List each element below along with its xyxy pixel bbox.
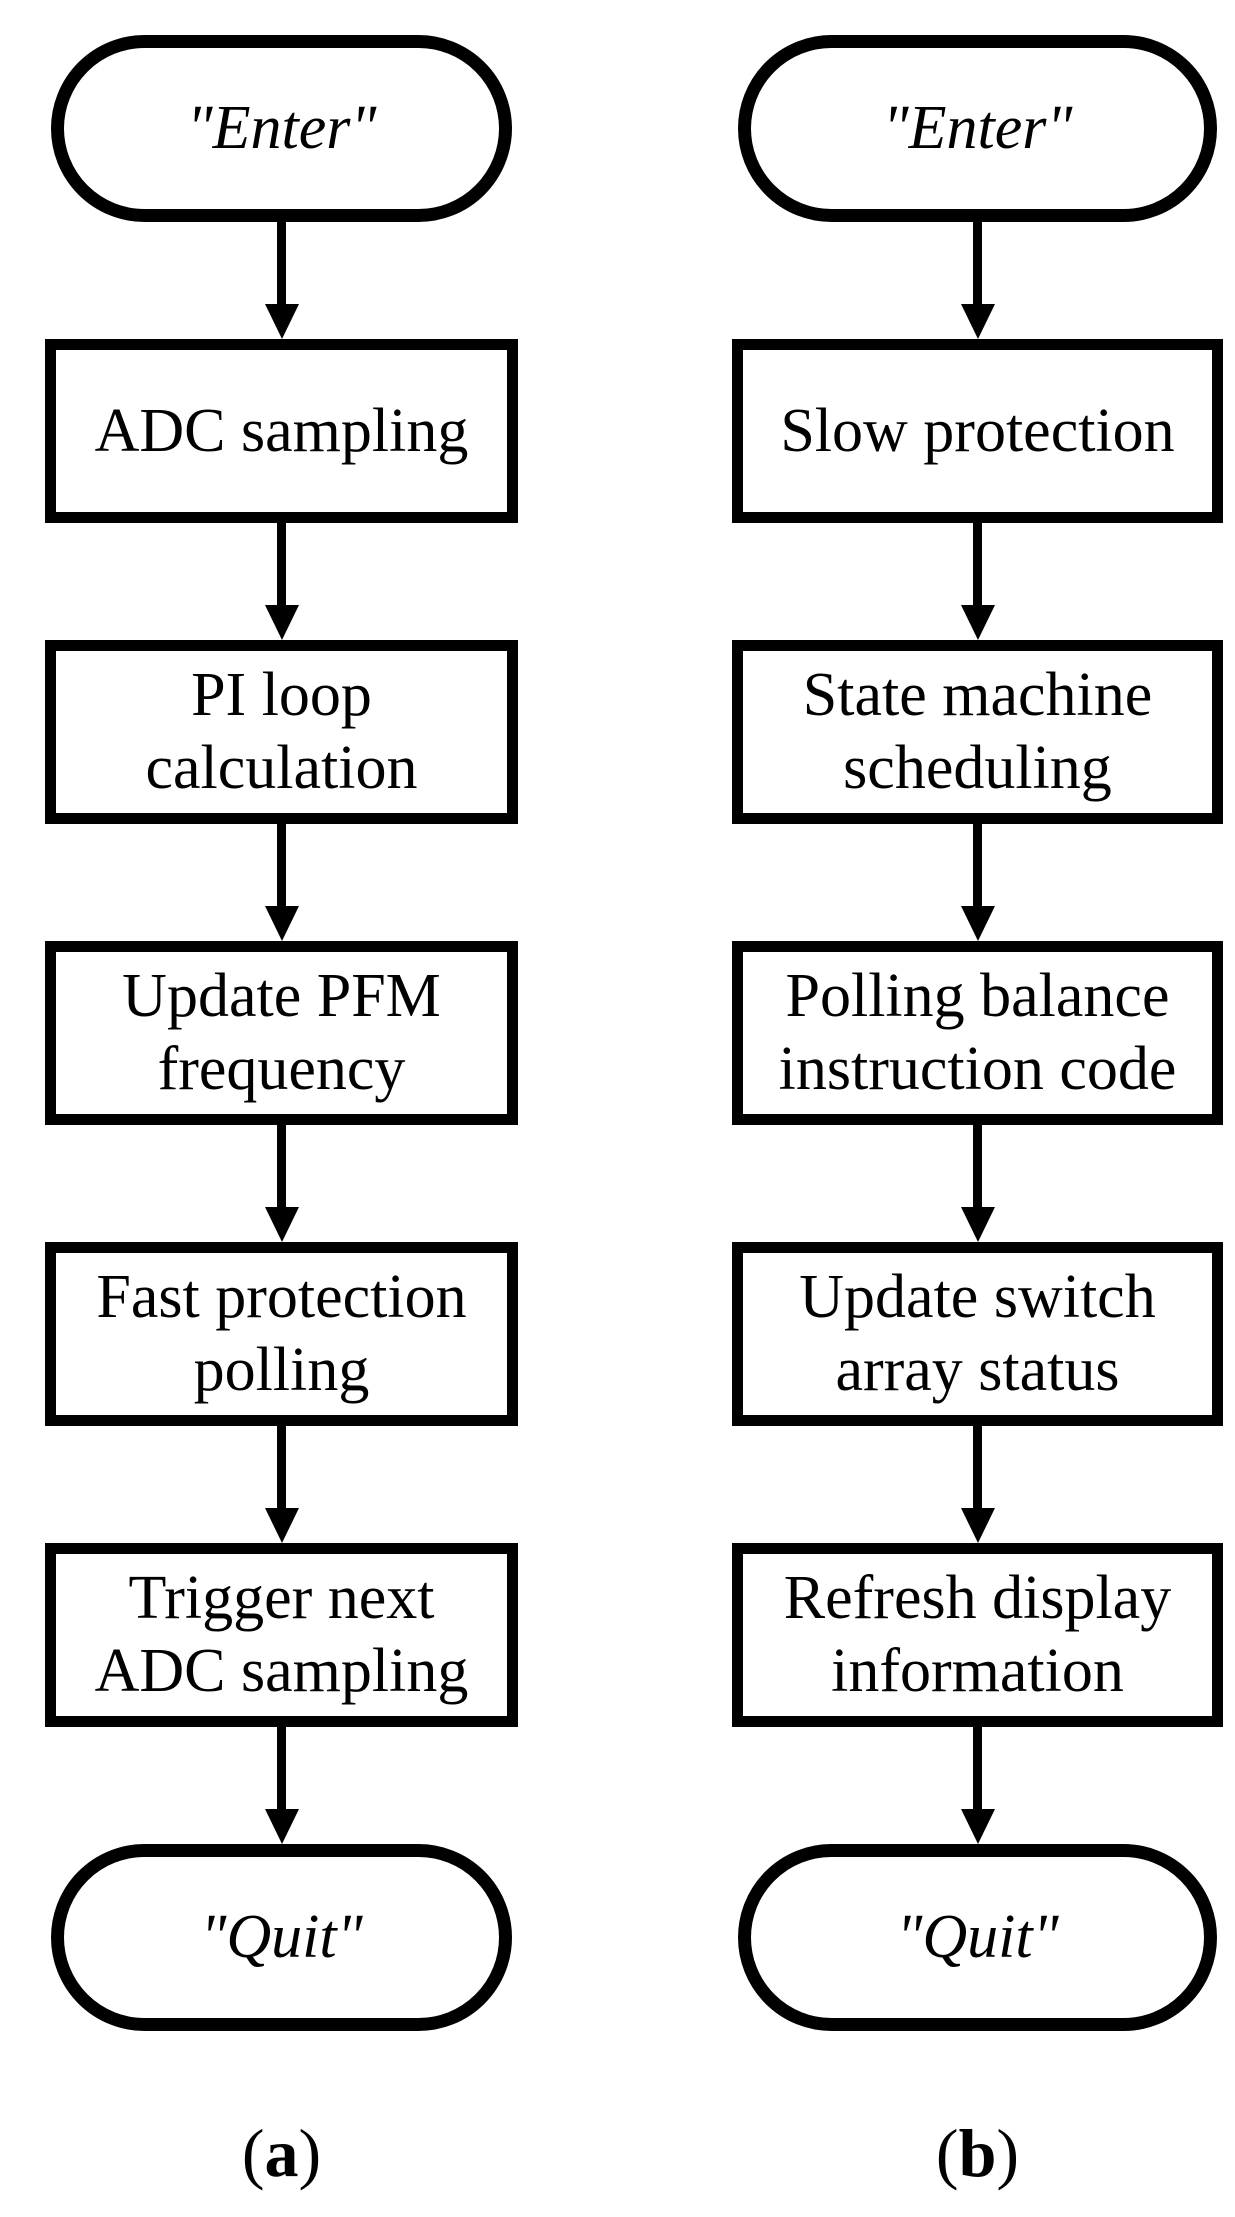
caption-b-close-paren: ) bbox=[996, 2115, 1020, 2191]
terminal-quit-a-label: "Quit" bbox=[200, 1903, 363, 1972]
process-adc-sampling-label: ADC sampling bbox=[94, 396, 469, 465]
caption-b-open-paren: ( bbox=[935, 2115, 959, 2191]
process-trigger-next-adc-sampling-label: Trigger next ADC sampling bbox=[94, 1564, 469, 1705]
arrow-down-icon bbox=[277, 1426, 286, 1508]
terminal-enter-a-label: "Enter" bbox=[186, 94, 377, 163]
process-refresh-display-information-label: Refresh display information bbox=[783, 1564, 1172, 1705]
process-state-machine-scheduling-label: State machine scheduling bbox=[802, 661, 1153, 802]
terminal-quit-a: "Quit" bbox=[51, 1844, 512, 2031]
process-fast-protection-polling-label: Fast protection polling bbox=[96, 1263, 467, 1404]
process-slow-protection-label: Slow protection bbox=[780, 396, 1175, 465]
flow-column-b: "Enter" Slow protection State machine sc… bbox=[732, 35, 1223, 2187]
terminal-quit-b-label: "Quit" bbox=[896, 1903, 1059, 1972]
figure-caption-b: (b) bbox=[936, 2119, 1019, 2187]
arrow-down-icon bbox=[277, 222, 286, 304]
caption-a-open-paren: ( bbox=[241, 2115, 265, 2191]
process-fast-protection-polling: Fast protection polling bbox=[45, 1242, 518, 1426]
arrow-down-icon bbox=[277, 1727, 286, 1809]
process-update-pfm-frequency: Update PFM frequency bbox=[45, 941, 518, 1125]
terminal-enter-b-label: "Enter" bbox=[882, 94, 1073, 163]
process-update-pfm-frequency-label: Update PFM frequency bbox=[122, 962, 441, 1103]
arrow-down-icon bbox=[277, 824, 286, 906]
process-update-switch-array-status-label: Update switch array status bbox=[799, 1263, 1156, 1404]
process-state-machine-scheduling: State machine scheduling bbox=[732, 640, 1223, 824]
process-pi-loop-calculation: PI loop calculation bbox=[45, 640, 518, 824]
process-polling-balance-instruction-code: Polling balance instruction code bbox=[732, 941, 1223, 1125]
arrow-down-icon bbox=[277, 523, 286, 605]
arrow-down-icon bbox=[973, 824, 982, 906]
arrow-down-icon bbox=[973, 222, 982, 304]
process-refresh-display-information: Refresh display information bbox=[732, 1543, 1223, 1727]
arrow-down-icon bbox=[973, 1727, 982, 1809]
terminal-enter-b: "Enter" bbox=[738, 35, 1217, 222]
process-slow-protection: Slow protection bbox=[732, 339, 1223, 523]
process-update-switch-array-status: Update switch array status bbox=[732, 1242, 1223, 1426]
arrow-down-icon bbox=[277, 1125, 286, 1207]
caption-a-close-paren: ) bbox=[298, 2115, 322, 2191]
arrow-down-icon bbox=[973, 1125, 982, 1207]
flow-column-a: "Enter" ADC sampling PI loop calculation… bbox=[45, 35, 518, 2187]
terminal-enter-a: "Enter" bbox=[51, 35, 512, 222]
process-polling-balance-instruction-code-label: Polling balance instruction code bbox=[778, 962, 1177, 1103]
arrow-down-icon bbox=[973, 1426, 982, 1508]
terminal-quit-b: "Quit" bbox=[738, 1844, 1217, 2031]
caption-b-letter: b bbox=[958, 2115, 997, 2191]
caption-a-letter: a bbox=[264, 2115, 299, 2191]
process-trigger-next-adc-sampling: Trigger next ADC sampling bbox=[45, 1543, 518, 1727]
process-adc-sampling: ADC sampling bbox=[45, 339, 518, 523]
figure-caption-a: (a) bbox=[242, 2119, 321, 2187]
arrow-down-icon bbox=[973, 523, 982, 605]
process-pi-loop-calculation-label: PI loop calculation bbox=[145, 661, 418, 802]
